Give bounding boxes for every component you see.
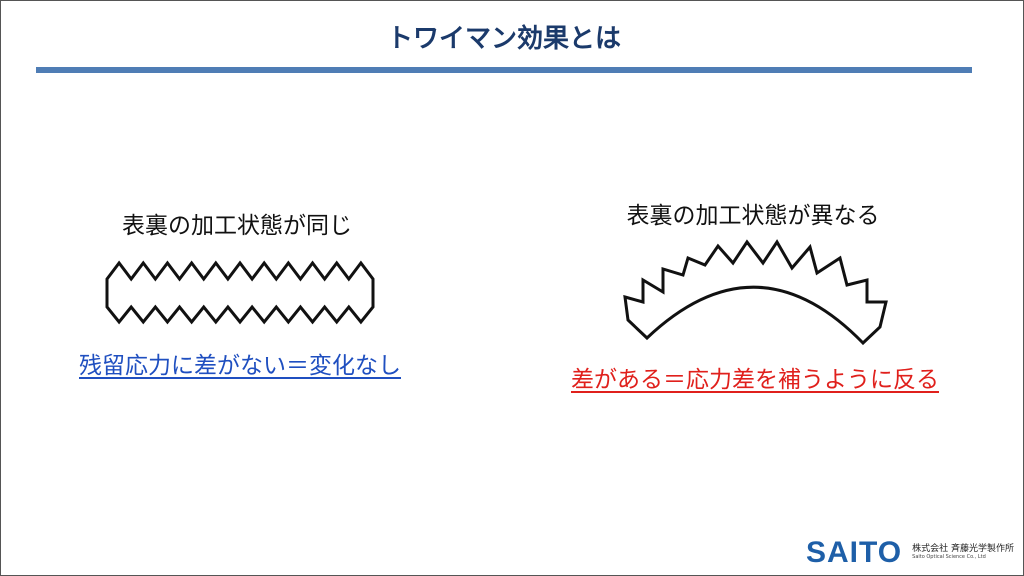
company-logo: SAITO 株式会社 斉藤光学製作所 Saito Optical Science… — [806, 536, 1014, 570]
flat-plate-shape — [105, 260, 375, 325]
logo-mark: SAITO — [806, 536, 903, 569]
right-result: 差がある＝応力差を補うように反る — [571, 367, 939, 393]
warped-plate-shape — [623, 239, 888, 346]
left-result: 残留応力に差がない＝変化なし — [79, 353, 401, 379]
logo-company-en: Saito Optical Science Co., Ltd — [912, 554, 986, 561]
slide-title: トワイマン効果とは — [386, 24, 621, 54]
right-heading: 表裏の加工状態が異なる — [626, 203, 880, 229]
logo-company-jp: 株式会社 斉藤光学製作所 — [912, 544, 1015, 555]
left-heading: 表裏の加工状態が同じ — [122, 213, 352, 239]
title-divider — [36, 67, 972, 73]
